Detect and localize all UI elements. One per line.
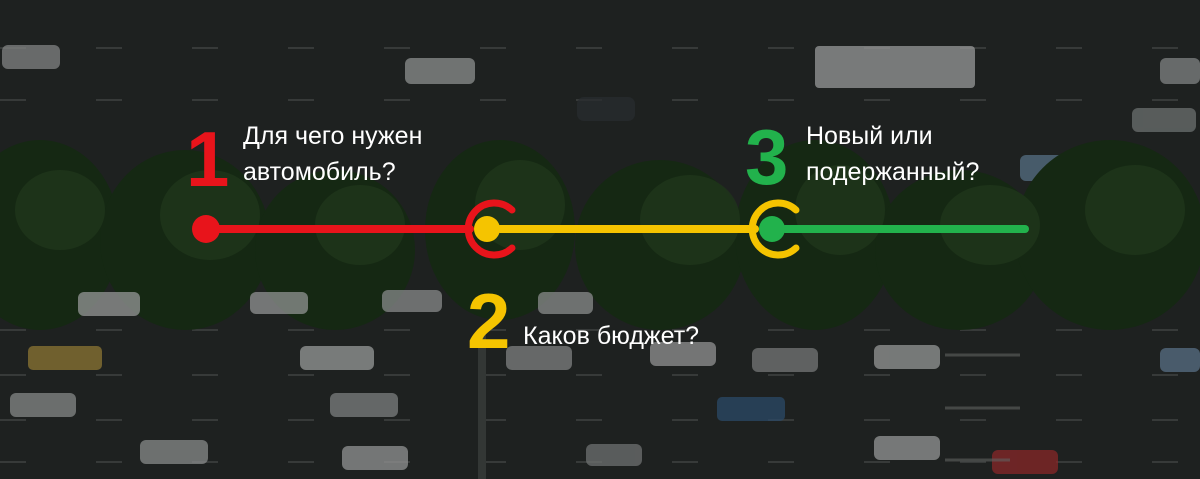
timeline-node-3-ring [748, 199, 800, 259]
step-1-label-line-1: Для чего нужен [243, 122, 423, 150]
step-3-number: 3 [745, 113, 789, 201]
step-3-label-line-2: подержанный? [806, 158, 980, 186]
step-1-label: Для чего нужен автомобиль? [243, 118, 422, 190]
timeline-node-2-ring [464, 199, 516, 259]
timeline-node-3-dot [759, 216, 785, 242]
step-3-label-line-1: Новый или [806, 122, 933, 150]
timeline-node-2-dot [474, 216, 500, 242]
step-2-label-line-1: Каков бюджет? [523, 322, 700, 350]
step-1-label-line-2: автомобиль? [243, 158, 396, 186]
step-3-label: Новый или подержанный? [806, 118, 979, 190]
step-2-label: Каков бюджет? [523, 318, 699, 354]
timeline-start-dot [192, 215, 220, 243]
step-2-number: 2 [467, 277, 511, 365]
step-1-number: 1 [186, 115, 230, 203]
